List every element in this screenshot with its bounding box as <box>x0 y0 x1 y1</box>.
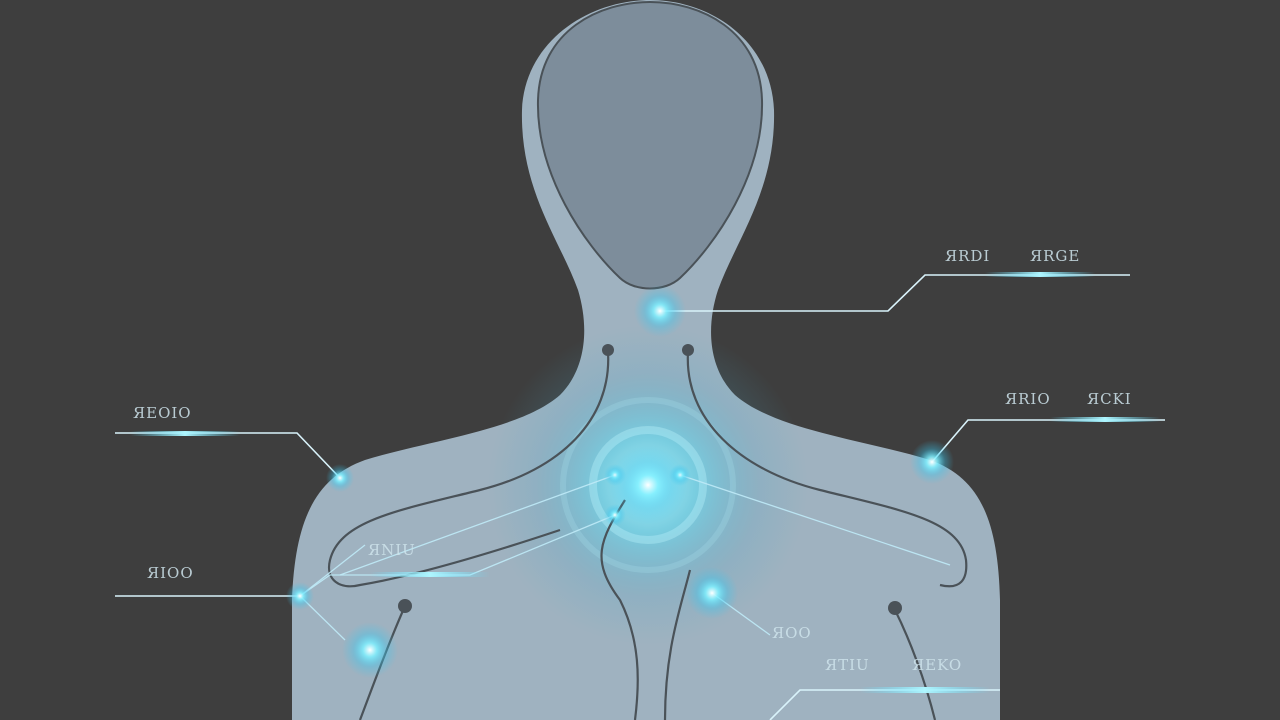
connector-shoulder-right <box>931 419 1165 463</box>
glow-streak <box>1050 417 1160 422</box>
neck-curve-left <box>327 351 610 588</box>
glow-streak <box>860 687 990 693</box>
label-bottom-a: ЯTIU <box>825 656 870 674</box>
label-neck-b: ЯRGE <box>1030 247 1080 265</box>
label-neck-a: ЯRDI <box>945 247 990 265</box>
sternum-outline <box>600 499 692 720</box>
joint-dot-icon <box>398 599 412 613</box>
label-shoulder-right-a: ЯRIO <box>1005 390 1051 408</box>
glowing-node-icon <box>910 440 954 484</box>
connector-chest <box>339 474 616 576</box>
label-side-left: ЯIOO <box>147 564 194 582</box>
glow-streak <box>370 572 490 577</box>
connector-shoulder-left <box>115 432 341 479</box>
glowing-node-icon <box>608 445 688 525</box>
label-bottom-b: ЯEKO <box>912 656 962 674</box>
label-shoulder-left: ЯEOIO <box>133 404 192 422</box>
connector-chest-right <box>679 474 951 566</box>
neck-curve-right <box>686 351 968 588</box>
label-center: ЯOO <box>772 624 812 642</box>
glowing-node-icon <box>286 582 314 610</box>
joint-dot-icon <box>602 344 614 356</box>
torso-line-right <box>894 609 937 720</box>
label-chest-left: ЯNIU <box>368 541 416 559</box>
glowing-node-icon <box>686 567 738 619</box>
glowing-node-icon <box>326 464 354 492</box>
label-shoulder-right-b: ЯCKI <box>1087 390 1132 408</box>
connector-neck <box>660 274 1130 312</box>
glow-streak <box>130 431 240 436</box>
joint-dot-icon <box>888 601 902 615</box>
glow-streak <box>985 272 1095 277</box>
joint-dot-icon <box>682 344 694 356</box>
glowing-node-icon <box>634 285 686 337</box>
glowing-node-icon <box>342 622 398 678</box>
